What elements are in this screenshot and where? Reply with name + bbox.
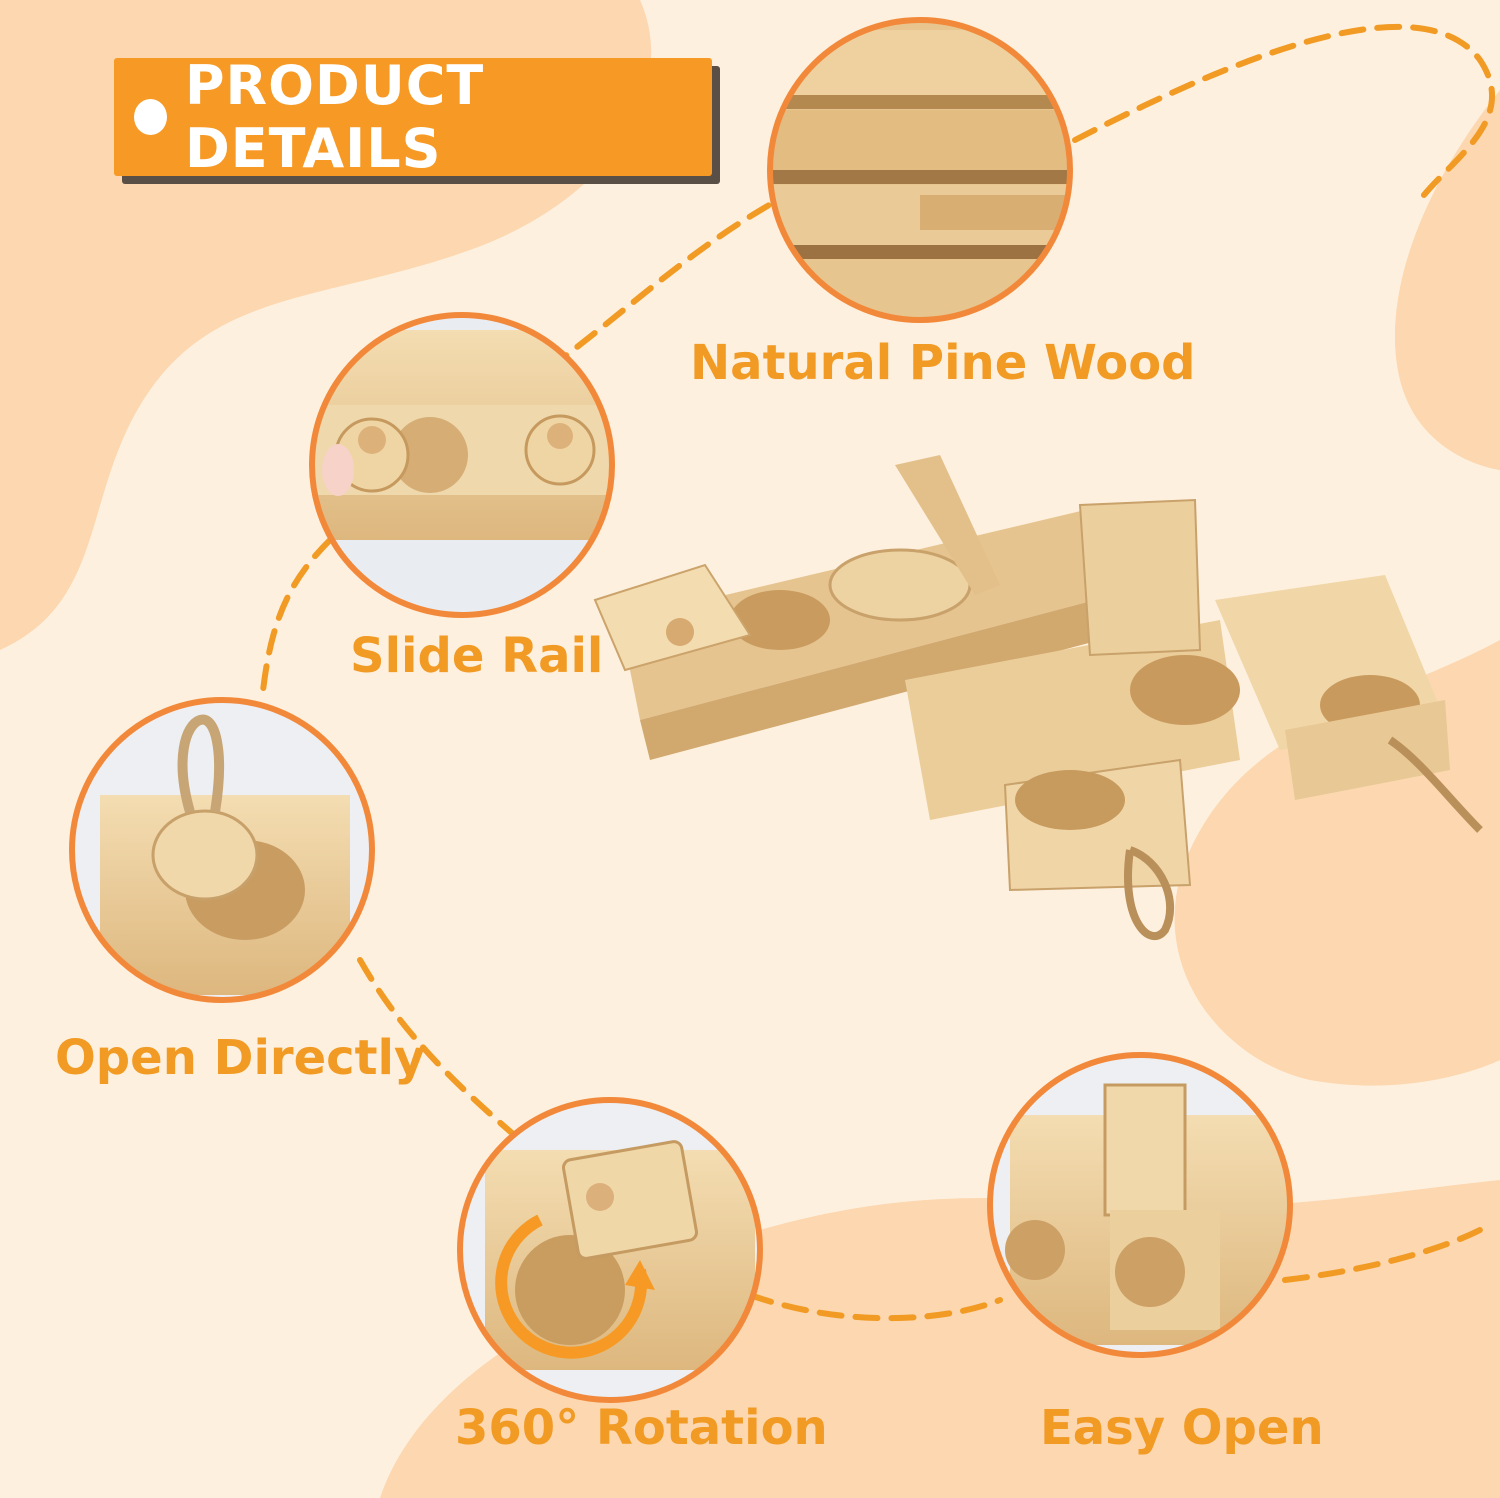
feature-label-pine-wood: Natural Pine Wood (690, 335, 1196, 391)
feature-image-rotation (457, 1097, 763, 1403)
feature-image-open-directly (69, 697, 375, 1003)
dashed-connector (259, 24, 1495, 1322)
page-title: PRODUCT DETAILS (184, 54, 485, 180)
feature-label-rotation: 360° Rotation (455, 1400, 828, 1456)
bullet-dot-icon (134, 99, 167, 135)
feature-label-open-directly: Open Directly (55, 1030, 426, 1086)
feature-label-easy-open: Easy Open (1040, 1400, 1324, 1456)
product-illustration (593, 455, 1483, 940)
feature-image-pine-wood (767, 17, 1073, 323)
product-details-badge: PRODUCT DETAILS (114, 54, 712, 180)
feature-image-slide-rail (309, 312, 615, 618)
feature-label-slide-rail: Slide Rail (350, 628, 604, 684)
feature-image-easy-open (987, 1052, 1293, 1358)
